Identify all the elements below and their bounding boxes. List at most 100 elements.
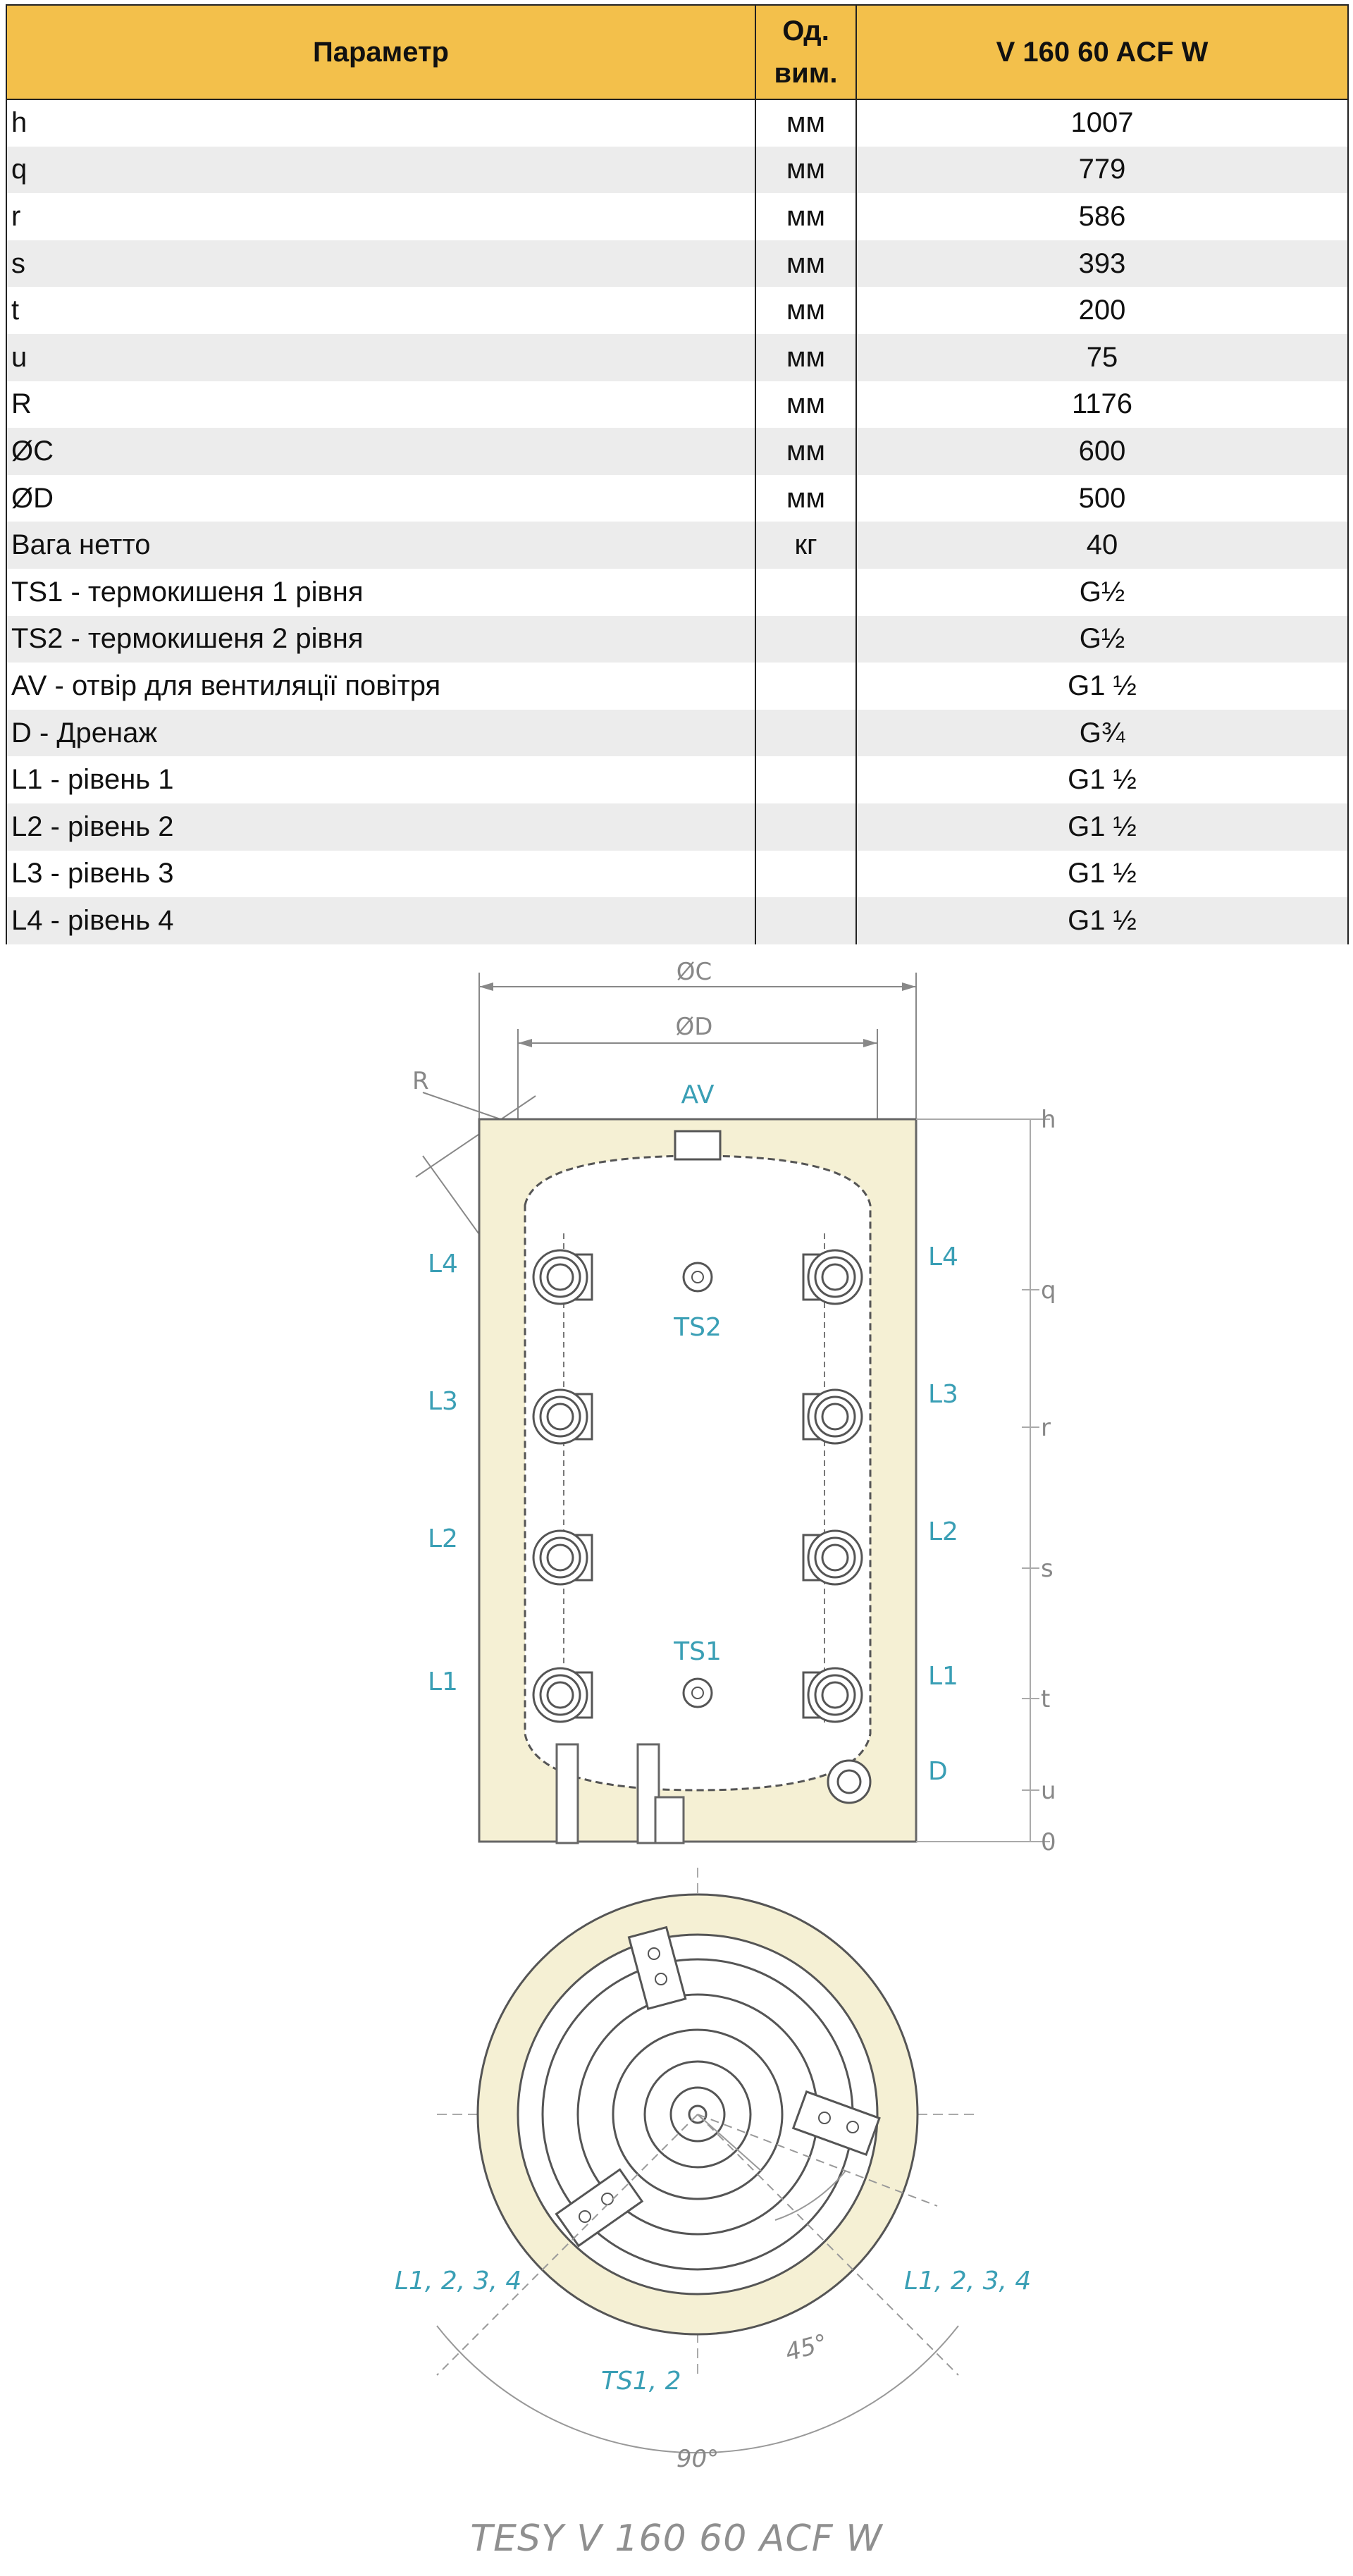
parameter-cell: AV - отвір для вентиляції повітря: [6, 663, 756, 710]
parameter-cell: TS1 - термокишеня 1 рівня: [6, 568, 756, 616]
left-fitting: [555, 2168, 644, 2248]
parameter-cell: s: [6, 240, 756, 288]
value-cell: 75: [855, 333, 1349, 381]
drain-port: [827, 1759, 872, 1804]
top-fitting: [627, 1925, 687, 2011]
parameter-cell: u: [6, 333, 756, 381]
level-connections: [532, 1249, 863, 1723]
dim-inner-label: ØD: [676, 1013, 713, 1041]
ts2-label: TS2: [673, 1313, 722, 1342]
level-connection-left: [532, 1529, 593, 1586]
level-label-l1-left: L1: [428, 1668, 458, 1696]
value-cell: 586: [855, 193, 1349, 240]
value-cell: G¾: [855, 709, 1349, 757]
unit-cell: [755, 709, 857, 757]
value-cell: 200: [855, 287, 1349, 334]
height-mark-h: h: [1041, 1106, 1056, 1134]
header-unit: Од. вим.: [755, 4, 857, 100]
unit-cell: мм: [755, 333, 857, 381]
table-row: TS2 - термокишеня 2 рівня G½: [6, 615, 1349, 663]
table-header-row: Параметр Од. вим. V 160 60 ACF W: [6, 4, 1349, 100]
parameter-cell: R: [6, 381, 756, 429]
angle-45-label: 45°: [782, 2329, 831, 2367]
value-cell: 1007: [855, 99, 1349, 147]
value-cell: G½: [855, 615, 1349, 663]
unit-cell: мм: [755, 474, 857, 522]
level-connection-right: [802, 1667, 863, 1723]
level-connection-right: [802, 1388, 863, 1445]
unit-cell: [755, 850, 857, 898]
parameter-cell: r: [6, 193, 756, 240]
height-mark-q: q: [1041, 1276, 1056, 1305]
unit-cell: [755, 615, 857, 663]
parameter-cell: L1 - рівень 1: [6, 756, 756, 803]
parameter-cell: q: [6, 146, 756, 194]
radius-label: R: [412, 1067, 429, 1095]
height-mark-s: s: [1041, 1555, 1054, 1583]
side-view: ØC ØD R AV TS2 TS1: [412, 958, 1056, 1856]
right-fitting: [791, 2090, 881, 2157]
table-row: TS1 - термокишеня 1 рівня G½: [6, 568, 1349, 616]
unit-cell: [755, 756, 857, 803]
parameter-cell: ØC: [6, 428, 756, 475]
dim-outer-label: ØC: [676, 958, 712, 986]
level-connection-left: [532, 1388, 593, 1445]
unit-cell: мм: [755, 240, 857, 288]
parameter-cell: L2 - рівень 2: [6, 803, 756, 851]
value-cell: 40: [855, 522, 1349, 569]
value-cell: 500: [855, 474, 1349, 522]
angle-90-label: 90°: [676, 2445, 719, 2473]
header-parameter: Параметр: [6, 4, 756, 100]
level-label-l3-right: L3: [928, 1380, 958, 1409]
top-view: L1, 2, 3, 4 L1, 2, 3, 4 TS1, 2 45° 90°: [395, 1868, 1031, 2473]
unit-cell: мм: [755, 287, 857, 334]
unit-cell: [755, 803, 857, 851]
top-sensor-label: TS1, 2: [601, 2367, 681, 2396]
drawing-caption: TESY V 160 60 ACF W: [470, 2518, 883, 2560]
value-cell: G1 ½: [855, 850, 1349, 898]
top-left-level-label: L1, 2, 3, 4: [395, 2267, 521, 2295]
parameter-cell: ØD: [6, 474, 756, 522]
parameter-cell: TS2 - термокишеня 2 рівня: [6, 615, 756, 663]
parameter-cell: h: [6, 99, 756, 147]
table-row: L1 - рівень 1 G1 ½: [6, 756, 1349, 803]
ts1-label: TS1: [673, 1637, 722, 1666]
level-label-l2-left: L2: [428, 1524, 458, 1553]
unit-cell: [755, 663, 857, 710]
value-cell: G1 ½: [855, 756, 1349, 803]
height-mark-t: t: [1041, 1685, 1050, 1713]
technical-drawing: ØC ØD R AV TS2 TS1: [395, 958, 1056, 2473]
level-connection-left: [532, 1667, 593, 1723]
ts1-sensor-port: [682, 1677, 713, 1708]
unit-cell: мм: [755, 428, 857, 475]
parameter-cell: L4 - рівень 4: [6, 897, 756, 944]
unit-cell: мм: [755, 193, 857, 240]
height-mark-u: u: [1041, 1777, 1056, 1805]
header-model: V 160 60 ACF W: [855, 4, 1349, 100]
value-cell: G½: [855, 568, 1349, 616]
parameter-cell: t: [6, 287, 756, 334]
top-right-level-label: L1, 2, 3, 4: [904, 2267, 1031, 2295]
drain-label: D: [928, 1757, 948, 1786]
height-mark-r: r: [1041, 1414, 1051, 1442]
level-label-l1-right: L1: [928, 1662, 958, 1691]
unit-cell: мм: [755, 99, 857, 147]
vent-fitting: [674, 1130, 722, 1161]
